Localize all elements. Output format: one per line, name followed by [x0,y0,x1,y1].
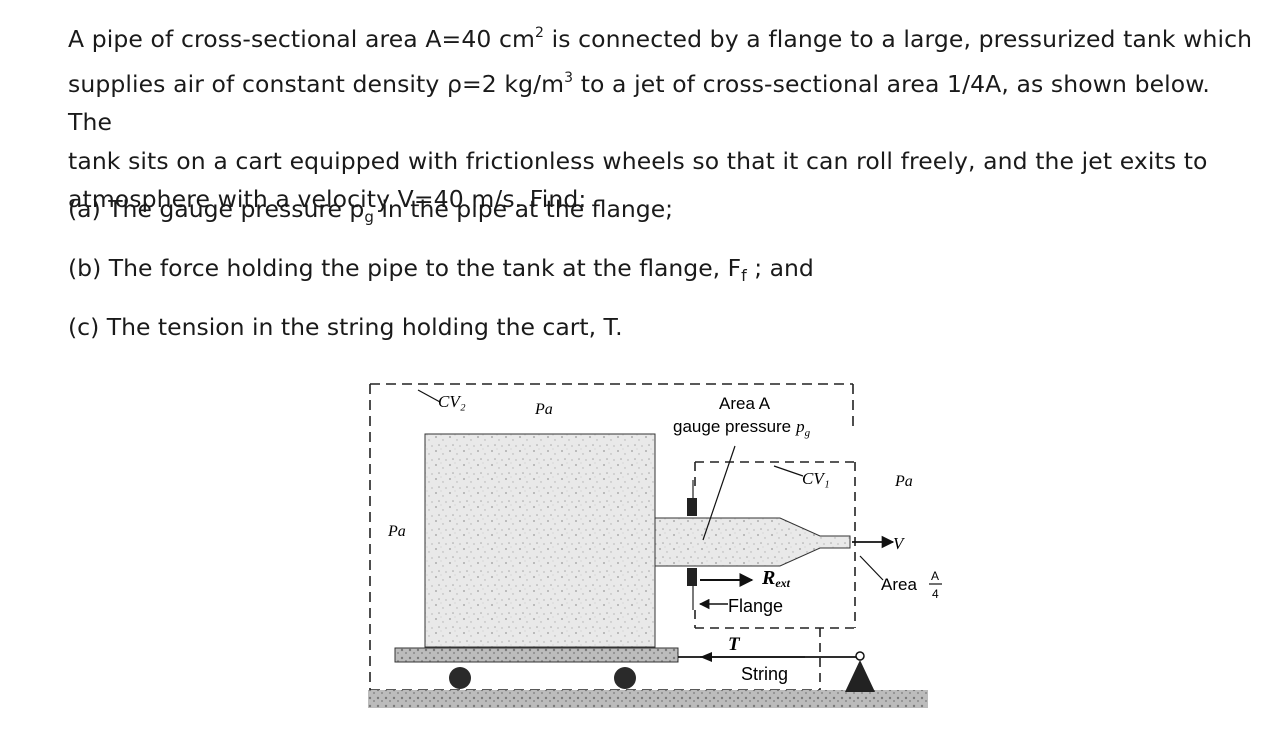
area-a-label: Area A [719,394,771,413]
ground-surface [368,690,928,708]
gauge-leader [702,445,736,541]
rext-label: Rext [761,567,791,590]
problem-statement: A pipe of cross-sectional area A=40 cm2 … [68,14,1258,341]
flange-top-block [687,498,697,516]
cv1-boundary [694,461,856,690]
question-c: (c) The tension in the string holding th… [68,313,623,341]
tension-arrowhead-left [700,652,712,662]
string-label: String [741,664,788,684]
intro-line1: A pipe of cross-sectional area A=40 cm2 … [68,25,1253,53]
flange-label: Flange [728,596,783,616]
area-fraction-label: Area [881,575,917,594]
cart-platform [394,647,679,663]
flange-bottom-block [687,568,697,586]
intro-line3: tank sits on a cart equipped with fricti… [68,146,1208,175]
pa-right-label: Pa [894,473,913,490]
tension-label: T [728,634,741,655]
cv1-label: CV₁ [802,469,830,488]
cv1-leader [773,465,804,477]
cv2-label: CV₂ [438,392,466,411]
intro-line2: supplies air of constant density ρ=2 kg/… [68,69,1211,137]
cart-wheel-left [449,667,471,689]
question-b: (b) The force holding the pipe to the ta… [68,254,814,285]
intro-paragraph: A pipe of cross-sectional area A=40 cm2 … [68,14,1258,219]
cart-wheel-right [614,667,636,689]
string-anchor-ring [855,651,865,661]
velocity-label: V [893,534,906,553]
tank [424,433,851,648]
cv2-leader [417,389,441,403]
area-leader [859,555,884,581]
pa-top-label: Pa [534,401,553,418]
string-anchor-post [845,660,875,692]
pa-left-label: Pa [387,523,406,540]
fraction-numerator: A [931,569,939,583]
question-a: (a) The gauge pressure pg in the pipe at… [68,195,674,226]
fraction-denominator: 4 [932,587,939,601]
intro-line4: atmosphere with a velocity V=40 m/s. Fin… [68,185,587,213]
